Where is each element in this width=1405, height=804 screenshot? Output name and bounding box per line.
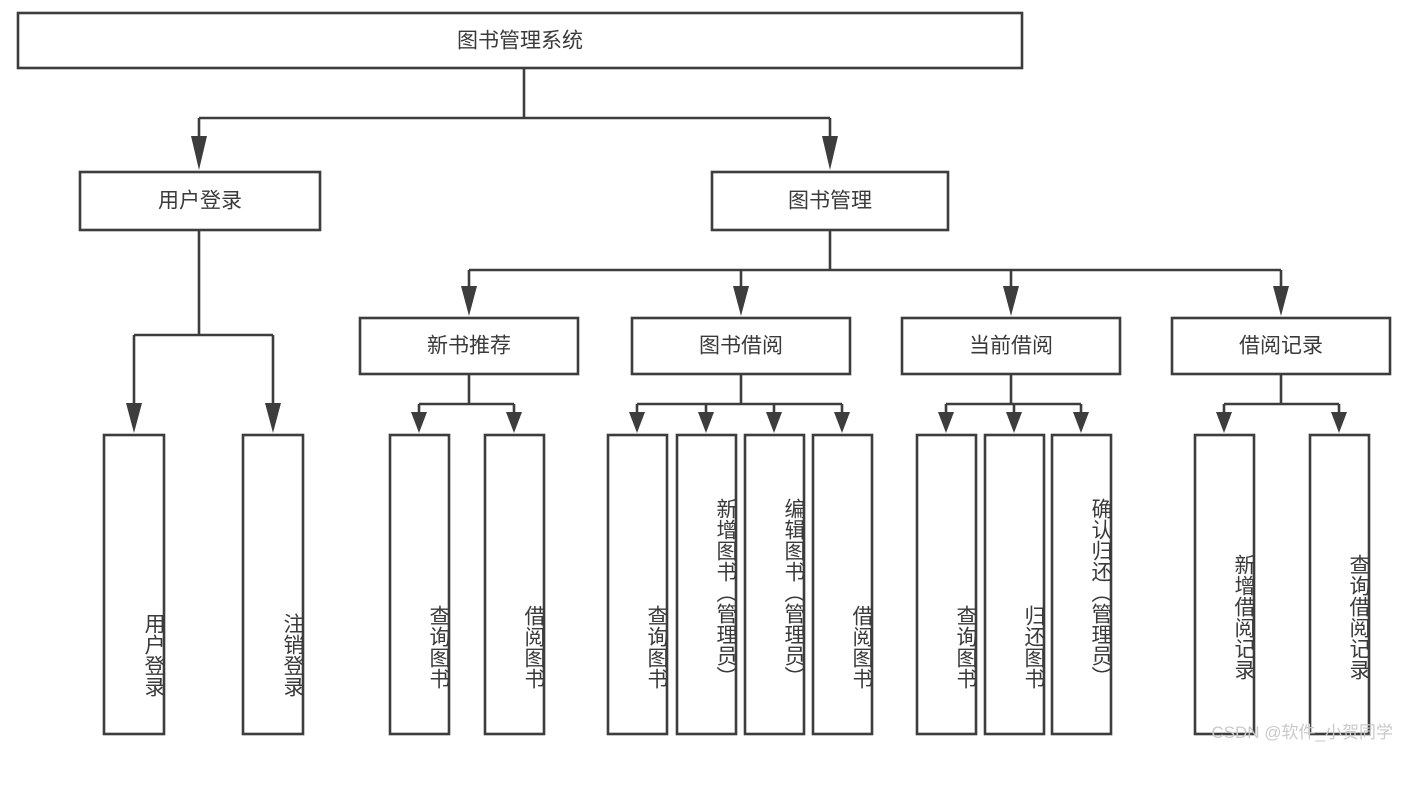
arrow-head-icon (629, 412, 645, 433)
leaf-box-query-book-nb[interactable] (388, 433, 451, 736)
arrow-head-icon (766, 412, 782, 433)
node-root-label: 图书管理系统 (457, 30, 583, 53)
leaf-box-return-book[interactable] (983, 433, 1046, 736)
connector-group-new-book (411, 374, 522, 433)
arrow-head-icon (191, 136, 207, 170)
node-book-management-label: 图书管理 (788, 190, 872, 213)
arrow-head-icon (411, 412, 427, 433)
arrow-head-icon (1331, 412, 1347, 433)
node-borrow-record[interactable] (1170, 316, 1392, 376)
leaf-box-borrow-book-bb[interactable] (811, 433, 874, 736)
connector-group-user-login (126, 230, 281, 433)
connector-group-book-management (461, 230, 1289, 316)
flowchart-diagram: 图书管理系统 用户登录 图书管理 新书推荐 图书借阅 当前借阅 借阅记录 用户登… (16, 11, 1393, 742)
leaf-box-query-book-cb[interactable] (915, 433, 978, 736)
connector-group-borrow-record (1216, 374, 1347, 433)
connector-group-root (191, 68, 838, 170)
flowchart-canvas: 图书管理系统 用户登录 图书管理 新书推荐 图书借阅 当前借阅 借阅记录 (16, 11, 1392, 736)
arrow-head-icon (1073, 412, 1089, 433)
arrow-head-icon (1006, 412, 1022, 433)
arrow-head-icon (265, 403, 281, 433)
arrow-head-icon (822, 136, 838, 170)
node-book-borrow-label: 图书借阅 (699, 335, 783, 358)
arrow-head-icon (938, 412, 954, 433)
node-book-management[interactable] (710, 170, 950, 232)
leaf-box-query-book-bb[interactable] (606, 433, 669, 736)
node-current-borrow[interactable] (900, 316, 1122, 376)
watermark-text: CSDN @软件_小贺同学 (1211, 723, 1393, 742)
leaf-box-edit-book-admin[interactable] (743, 433, 806, 736)
node-current-borrow-label: 当前借阅 (969, 335, 1053, 358)
leaf-box-query-borrow-record[interactable] (1308, 433, 1371, 736)
node-user-login[interactable] (78, 170, 322, 232)
connector-group-current-borrow (938, 374, 1089, 433)
leaf-box-add-book-admin[interactable] (675, 433, 738, 736)
node-new-book-recommend-label: 新书推荐 (427, 335, 511, 358)
arrow-head-icon (1003, 286, 1019, 316)
leaf-box-add-borrow-record[interactable] (1193, 433, 1256, 736)
arrow-head-icon (126, 403, 142, 433)
leaf-box-borrow-book-nb[interactable] (483, 433, 546, 736)
node-new-book-recommend[interactable] (358, 316, 580, 376)
connector-group-book-borrow (629, 374, 850, 433)
arrow-head-icon (461, 286, 477, 316)
arrow-head-icon (1216, 412, 1232, 433)
leaf-box-logout[interactable] (241, 433, 305, 736)
node-user-login-label: 用户登录 (158, 190, 242, 213)
arrow-head-icon (1273, 286, 1289, 316)
leaf-box-confirm-return-admin[interactable] (1050, 433, 1113, 736)
node-borrow-record-label: 借阅记录 (1239, 335, 1323, 358)
arrow-head-icon (733, 286, 749, 316)
arrow-head-icon (698, 412, 714, 433)
node-book-borrow[interactable] (630, 316, 852, 376)
arrow-head-icon (506, 412, 522, 433)
leaf-box-user-login[interactable] (102, 433, 166, 736)
arrow-head-icon (834, 412, 850, 433)
node-root-book-management-system[interactable] (16, 11, 1024, 70)
